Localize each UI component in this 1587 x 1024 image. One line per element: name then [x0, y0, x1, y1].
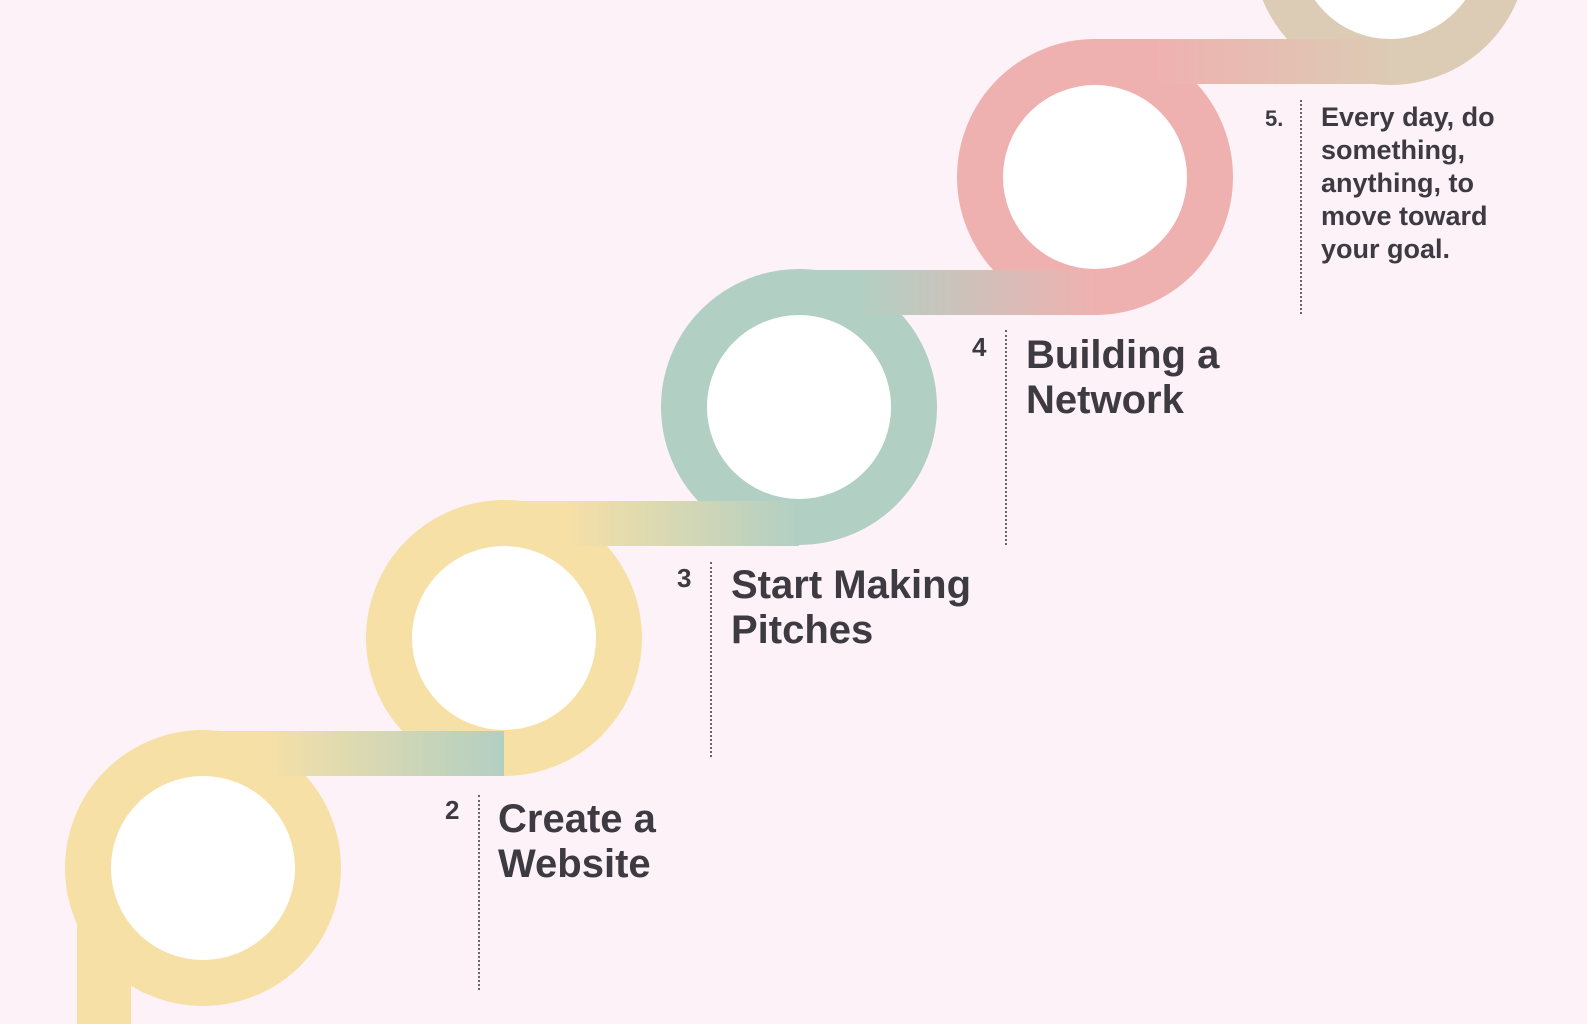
step-number-4: 4 — [972, 332, 987, 362]
step-ring-3 — [661, 269, 937, 545]
connector-4 — [1095, 39, 1390, 84]
step-title-5: Every day, do something, anything, to mo… — [1321, 102, 1495, 264]
step-title-2: Create a Website — [498, 797, 656, 886]
step-ring-4 — [957, 39, 1233, 315]
connector-3 — [799, 270, 1095, 315]
connector-2 — [504, 501, 799, 546]
divider-5 — [1300, 100, 1302, 314]
connector-1 — [203, 731, 504, 776]
step-number-3: 3 — [677, 563, 692, 593]
divider-3 — [710, 562, 712, 757]
step-ring-1 — [65, 730, 341, 1006]
step-ring-2 — [366, 500, 642, 776]
step-title-3: Start Making Pitches — [731, 563, 972, 652]
step-number-5: 5. — [1265, 106, 1284, 131]
step-title-4: Building a Network — [1026, 333, 1220, 422]
step-number-2: 2 — [445, 795, 460, 825]
divider-4 — [1005, 330, 1007, 545]
divider-2 — [478, 795, 480, 990]
